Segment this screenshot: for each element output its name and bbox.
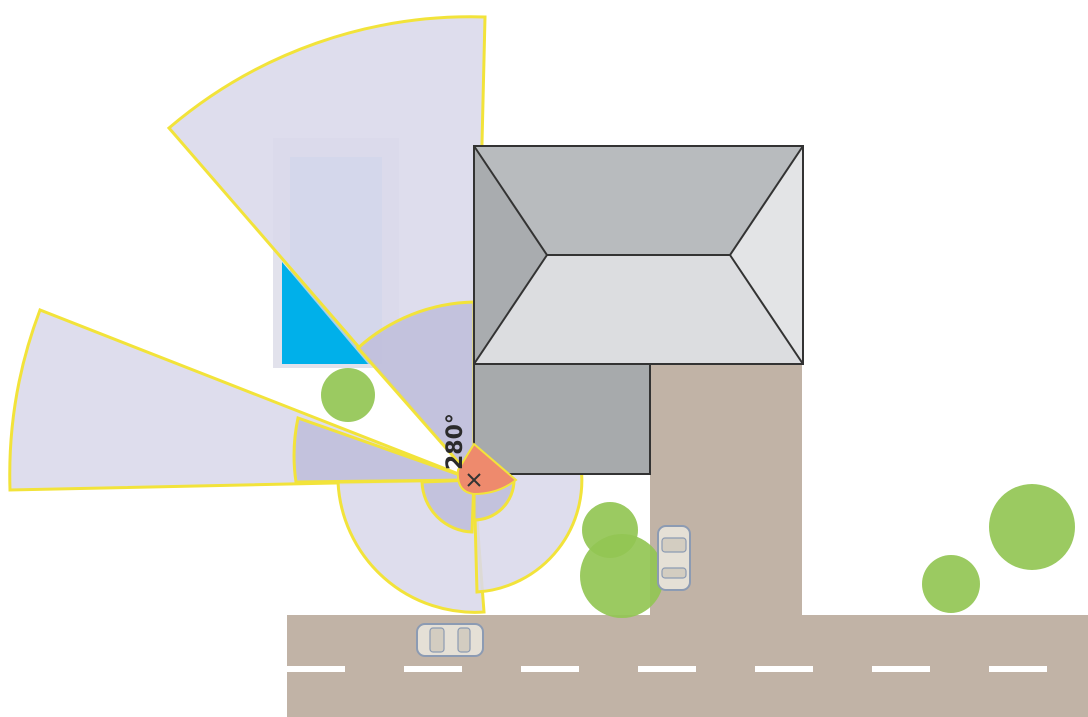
- house-roof: [473, 145, 804, 365]
- coverage-sector-mid: [355, 300, 476, 484]
- road-dash: [755, 666, 813, 672]
- road: [287, 615, 1088, 717]
- roof-top-face: [474, 146, 803, 255]
- road-dash: [287, 666, 345, 672]
- roof-outline: [473, 145, 804, 365]
- roof-bottom-face: [474, 255, 803, 364]
- coverage-sector-mid-left: [292, 416, 475, 484]
- pool-highlight: [282, 262, 368, 364]
- road-markings: [287, 666, 1047, 672]
- roof-left-face: [474, 146, 547, 364]
- road-dash: [872, 666, 930, 672]
- tree-icon: [922, 555, 980, 613]
- road-dash: [521, 666, 579, 672]
- field-of-view-angle-label: 280°: [443, 413, 468, 470]
- road-dash: [404, 666, 462, 672]
- tree-icon: [580, 534, 664, 618]
- tree-icon: [321, 368, 375, 422]
- garage-roof: [473, 359, 651, 475]
- road-dash: [638, 666, 696, 672]
- tree-icon: [989, 484, 1075, 570]
- camera-coverage: [8, 15, 584, 614]
- roof-right-face: [730, 146, 803, 364]
- car-icon: [416, 623, 484, 657]
- camera-icon: [456, 442, 518, 496]
- trees: [321, 368, 1075, 618]
- car-icon: [657, 525, 691, 591]
- road-dash: [989, 666, 1047, 672]
- coverage-sector-near: [420, 478, 476, 534]
